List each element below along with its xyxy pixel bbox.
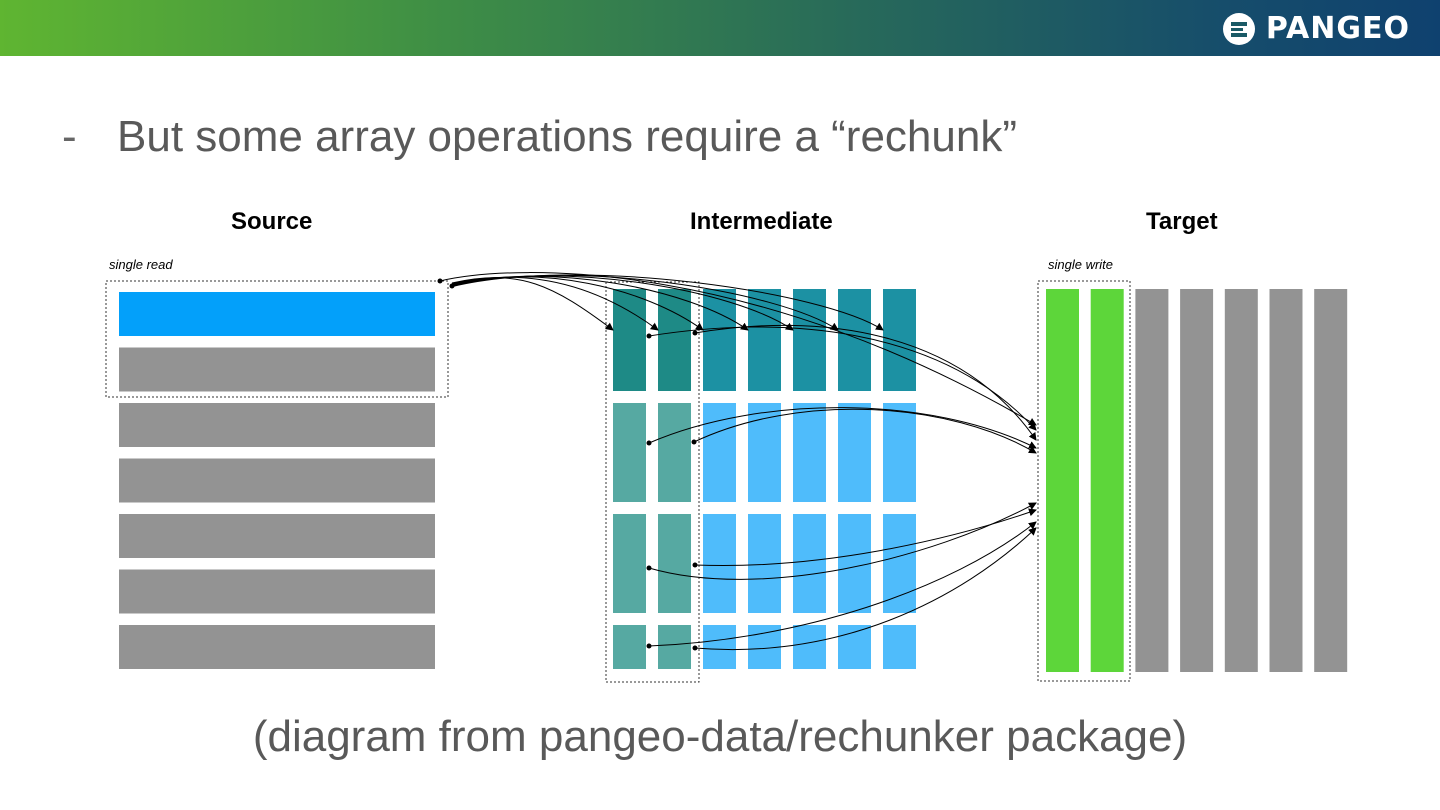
target-chunks [1046, 289, 1348, 672]
transfer-arrow [648, 521, 1037, 647]
intermediate-chunk [613, 289, 646, 391]
transfer-arrow [693, 408, 1037, 454]
intermediate-chunk [658, 625, 691, 669]
intermediate-chunk [613, 625, 646, 669]
intermediate-chunk [703, 403, 736, 502]
transfer-arrow [439, 272, 1037, 426]
intermediate-chunk [658, 403, 691, 502]
logo-text: PANGEO [1265, 11, 1410, 46]
single-read-note: single read [109, 257, 173, 272]
intermediate-chunk [703, 514, 736, 613]
intermediate-chunk [838, 289, 871, 391]
selection-frames [105, 280, 1131, 683]
intermediate-chunk [838, 403, 871, 502]
transfer-arrow [451, 274, 884, 331]
intermediate-frame [605, 281, 700, 683]
transfer-arrow [451, 277, 614, 331]
source-chunk [119, 347, 435, 392]
intermediate-chunk [793, 514, 826, 613]
intermediate-chunk [883, 289, 916, 391]
intermediate-chunk [703, 625, 736, 669]
target-column [1224, 289, 1258, 672]
source-chunk [119, 514, 435, 558]
source-chunk [119, 403, 435, 447]
source-chunks [119, 292, 435, 669]
intermediate-chunk [613, 403, 646, 502]
source-chunk [119, 292, 435, 336]
pangeo-logo-icon [1222, 12, 1255, 45]
intermediate-chunk [793, 625, 826, 669]
target-column [1135, 289, 1169, 672]
intermediate-chunk [883, 514, 916, 613]
bullet-marker: - [62, 112, 77, 161]
source-title: Source [231, 208, 313, 235]
target-column [1180, 289, 1214, 672]
transfer-arrow [694, 508, 1037, 567]
intermediate-chunks [613, 289, 916, 669]
source-chunk [119, 569, 435, 614]
target-column [1046, 289, 1079, 672]
intermediate-chunk [883, 403, 916, 502]
intermediate-chunk [748, 289, 781, 391]
intermediate-chunk [838, 514, 871, 613]
intermediate-chunk [658, 514, 691, 613]
intermediate-chunk [658, 289, 691, 391]
intermediate-chunk [793, 289, 826, 391]
slide-headline: But some array operations require a “rec… [117, 112, 1017, 161]
transfer-arrows [437, 272, 1037, 651]
pangeo-logo: PANGEO [1222, 11, 1410, 46]
intermediate-chunk [748, 403, 781, 502]
intermediate-chunk [613, 514, 646, 613]
transfer-arrow [694, 324, 1037, 441]
single-write-frame [1037, 280, 1131, 682]
target-column [1269, 289, 1303, 672]
slide-caption: (diagram from pangeo-data/rechunker pack… [252, 712, 1188, 761]
target-column [1314, 289, 1348, 672]
transfer-arrow [694, 527, 1037, 650]
intermediate-chunk [703, 289, 736, 391]
single-write-note: single write [1048, 257, 1114, 272]
header-bar: PANGEO [0, 0, 1440, 56]
intermediate-chunk [883, 625, 916, 669]
source-chunk [119, 458, 435, 503]
transfer-arrow [648, 407, 1037, 449]
intermediate-chunk [793, 403, 826, 502]
target-column [1090, 289, 1124, 672]
intermediate-title: Intermediate [690, 208, 833, 235]
target-title: Target [1146, 208, 1218, 235]
source-chunk [119, 625, 435, 669]
single-read-frame [105, 280, 449, 398]
